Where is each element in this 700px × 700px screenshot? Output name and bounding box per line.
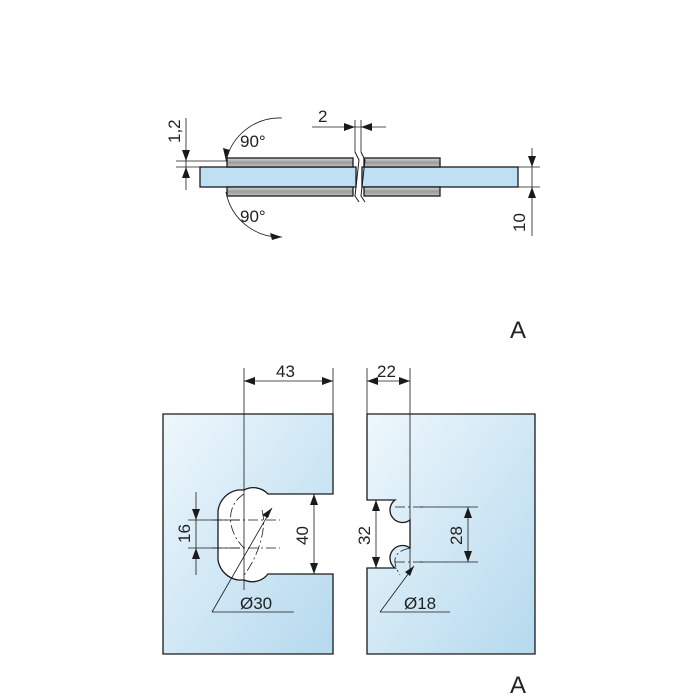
side-plate-top-right [363, 157, 441, 168]
side-glass-left [199, 166, 357, 188]
gap-dim-label: 2 [318, 107, 327, 126]
front-plate-left [162, 413, 334, 655]
notch-height-left-dim-label: 40 [293, 526, 312, 545]
width-left-dim-label: 43 [276, 362, 295, 381]
side-hinge-joint [354, 151, 360, 203]
view-label-upper: A [510, 317, 526, 344]
notch-height-right-dim-label: 32 [355, 526, 374, 545]
side-glass-right [361, 166, 519, 188]
side-view: 1,2 90° 90° 2 10 [165, 107, 540, 240]
diameter-left-label: Ø30 [240, 594, 272, 613]
view-label-lower: A [510, 672, 526, 699]
front-view: 43 22 16 40 Ø30 [162, 362, 536, 655]
hole-spacing-left-dim-label: 16 [175, 524, 194, 543]
side-plate-bottom-right [363, 186, 441, 197]
thickness-dim-label: 10 [510, 213, 529, 232]
side-plate-top-left [226, 157, 354, 168]
side-plate-bottom-left [226, 186, 354, 197]
hole-spacing-right-dim-label: 28 [447, 526, 466, 545]
angle-bottom-label: 90° [240, 207, 266, 226]
diameter-right-label: Ø18 [404, 594, 436, 613]
angle-top-label: 90° [240, 132, 266, 151]
width-right-dim-label: 22 [377, 362, 396, 381]
offset-dim-label: 1,2 [165, 119, 184, 143]
